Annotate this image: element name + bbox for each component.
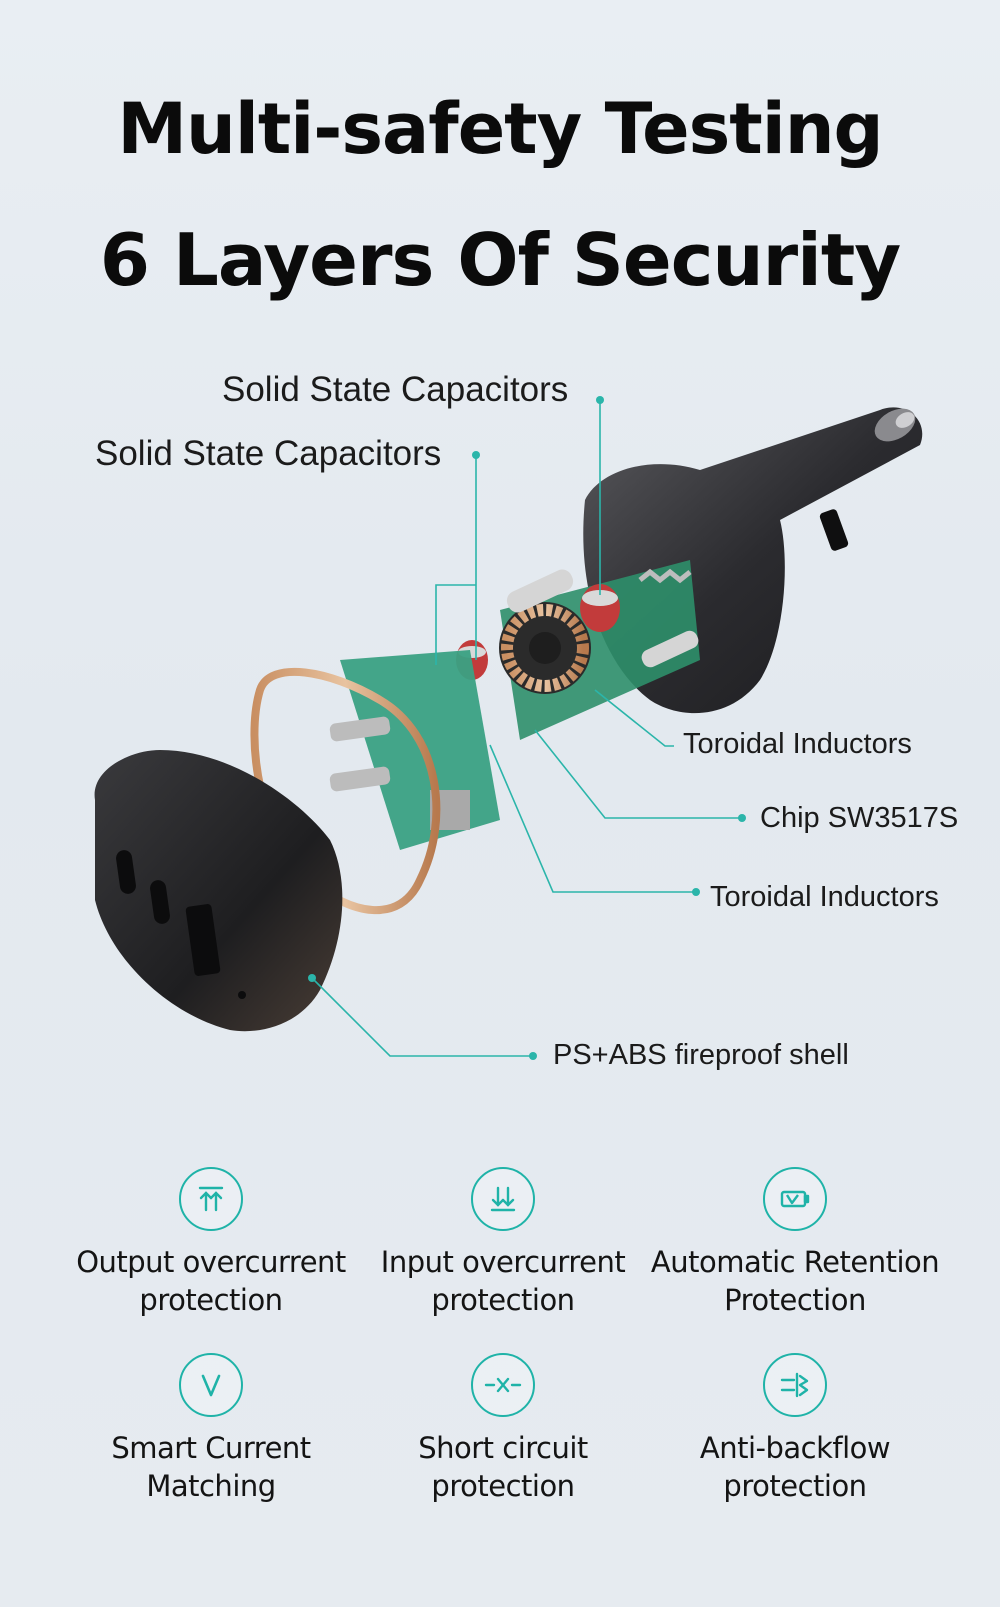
page-title-line2: 6 Layers Of Security bbox=[99, 218, 901, 302]
feature-input-overcurrent: Input overcurrent protection bbox=[358, 1167, 648, 1319]
feature-smart-current: Smart Current Matching bbox=[66, 1353, 356, 1505]
feature-output-overcurrent: Output overcurrent protection bbox=[66, 1167, 356, 1319]
feature-line2: Protection bbox=[724, 1283, 866, 1317]
callout-chip: Chip SW3517S bbox=[760, 802, 959, 834]
feature-automatic-retention: Automatic Retention Protection bbox=[650, 1167, 940, 1319]
front-cap bbox=[94, 750, 343, 1032]
short-circuit-icon bbox=[471, 1353, 535, 1417]
callout-toroidal-inductors-bottom: Toroidal Inductors bbox=[710, 881, 939, 913]
output-overcurrent-icon bbox=[179, 1167, 243, 1231]
page-title-line1: Multi-safety Testing bbox=[117, 88, 883, 170]
feature-line1: Input overcurrent bbox=[380, 1245, 626, 1279]
anti-backflow-icon bbox=[763, 1353, 827, 1417]
feature-line2: protection bbox=[431, 1469, 575, 1503]
feature-line1: Output overcurrent bbox=[76, 1245, 346, 1279]
pcb-board bbox=[329, 650, 500, 850]
feature-anti-backflow: Anti-backflow protection bbox=[650, 1353, 940, 1505]
feature-line2: protection bbox=[431, 1283, 575, 1317]
feature-line2: protection bbox=[723, 1469, 867, 1503]
callout-toroidal-inductors-top: Toroidal Inductors bbox=[683, 728, 912, 760]
feature-short-circuit: Short circuit protection bbox=[358, 1353, 648, 1505]
feature-line1: Automatic Retention bbox=[650, 1245, 940, 1279]
callout-dots bbox=[308, 396, 746, 1060]
callout-solid-state-capacitors-top: Solid State Capacitors bbox=[222, 370, 569, 409]
feature-line2: Matching bbox=[146, 1469, 276, 1503]
feature-line1: Smart Current bbox=[111, 1431, 311, 1465]
callout-lines bbox=[311, 400, 742, 1057]
exploded-charger-illustration bbox=[94, 396, 923, 1060]
input-overcurrent-icon bbox=[471, 1167, 535, 1231]
callout-solid-state-capacitors-left: Solid State Capacitors bbox=[95, 434, 442, 473]
feature-line1: Anti-backflow bbox=[699, 1431, 891, 1465]
feature-line1: Short circuit bbox=[418, 1431, 588, 1465]
internal-components bbox=[456, 560, 700, 740]
v-icon bbox=[179, 1353, 243, 1417]
callout-fireproof-shell: PS+ABS fireproof shell bbox=[553, 1039, 849, 1071]
feature-line2: protection bbox=[139, 1283, 283, 1317]
battery-retention-icon bbox=[763, 1167, 827, 1231]
